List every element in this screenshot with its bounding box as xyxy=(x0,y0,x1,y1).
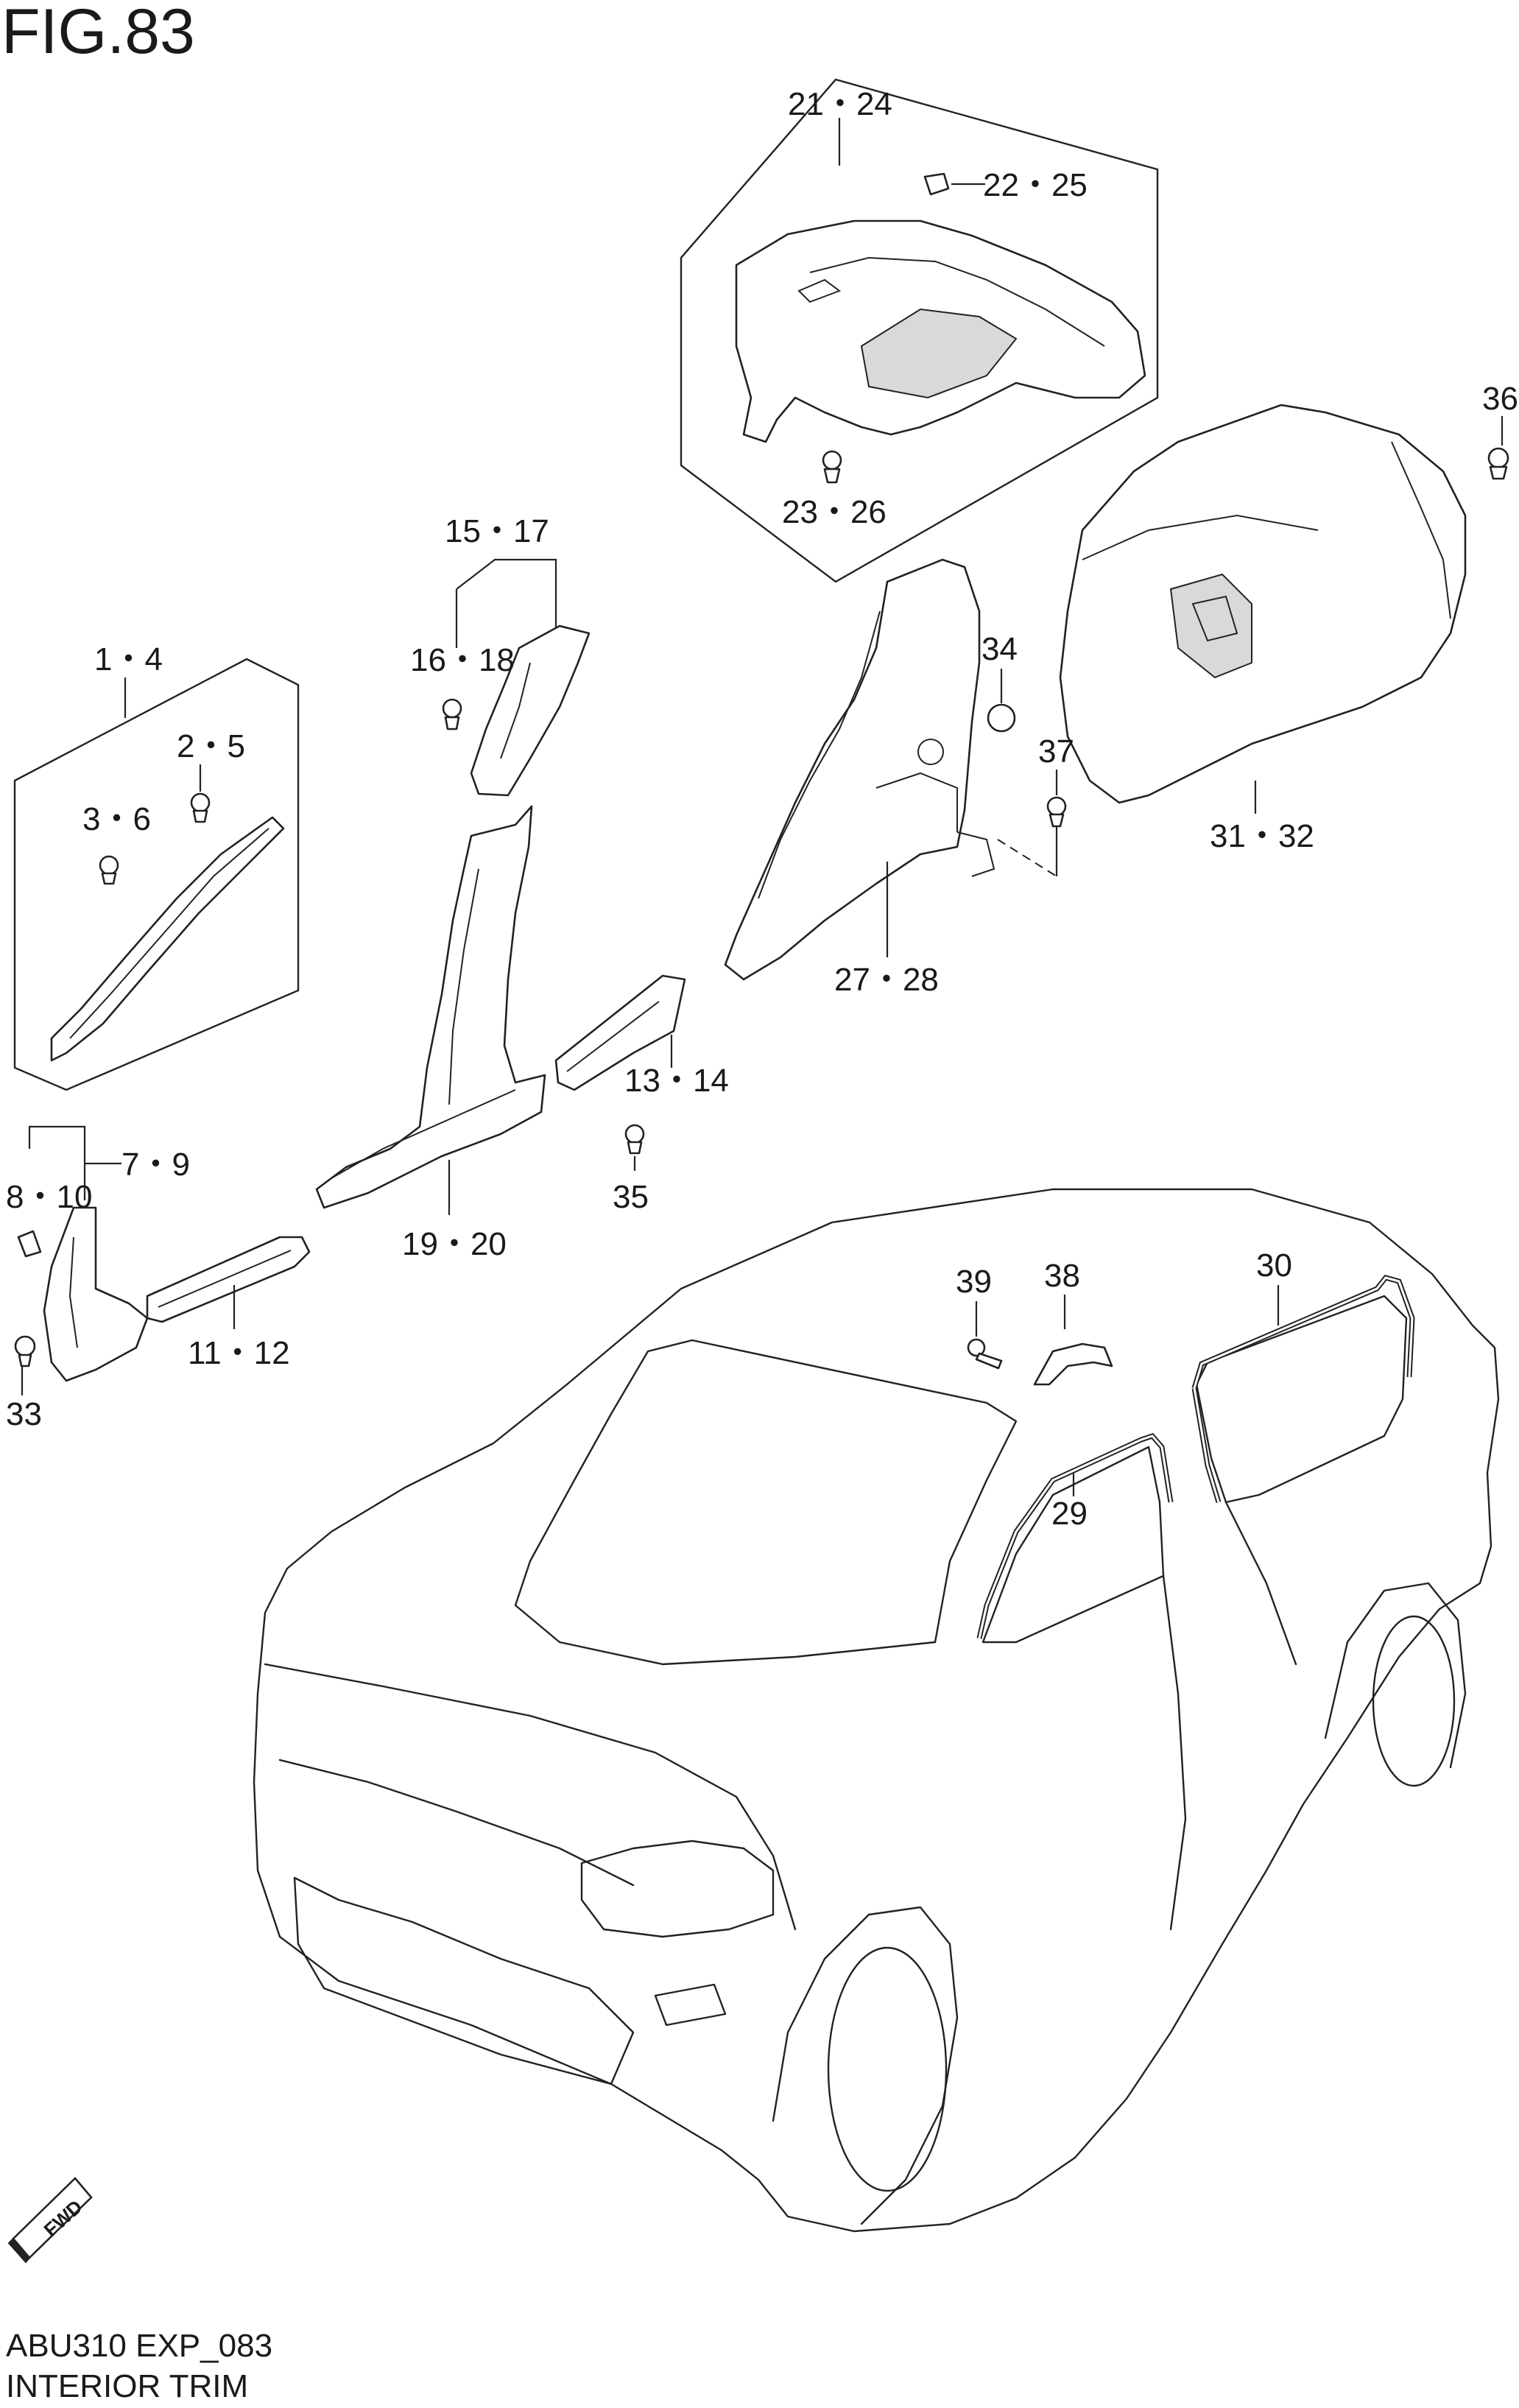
group-21-24: 21・24 22・25 23・26 xyxy=(680,78,1159,583)
callout-39: 39 xyxy=(956,1264,992,1300)
clip-3-6 xyxy=(99,855,119,885)
front-pillar-trim xyxy=(50,816,285,1062)
callout-1-4: 1・4 xyxy=(94,641,163,677)
trim-pocket xyxy=(1169,573,1252,679)
centre-pillar-lower-trim xyxy=(315,805,546,1209)
callout-13-14: 13・14 xyxy=(624,1063,729,1099)
group-27-28: 27・28 xyxy=(724,558,1058,998)
figure-title: FIG.83 xyxy=(1,0,195,67)
vehicle-outline xyxy=(253,1188,1500,2233)
callout-35: 35 xyxy=(613,1179,649,1215)
front-lower-trim xyxy=(43,1206,149,1382)
screw-39 xyxy=(967,1338,1003,1370)
rear-door-window xyxy=(1195,1295,1408,1504)
callout-22-25: 22・25 xyxy=(983,167,1088,203)
group-15-17: 15・17 16・18 xyxy=(410,513,591,797)
front-wheel xyxy=(827,1946,948,2192)
weatherstrip-29 xyxy=(976,1432,1174,1639)
rear-pillar-lower-trim xyxy=(724,558,981,981)
grille xyxy=(293,1876,635,2085)
callout-3-6: 3・6 xyxy=(82,801,151,837)
figure-name: INTERIOR TRIM xyxy=(6,2368,248,2404)
group-31-32: 31・32 xyxy=(1059,404,1467,854)
callout-31-32: 31・32 xyxy=(1210,818,1314,854)
rear-scuff-plate xyxy=(554,974,686,1091)
callout-2-5: 2・5 xyxy=(177,728,245,764)
assist-grip-38 xyxy=(1033,1342,1113,1386)
clip-37 xyxy=(1046,796,1067,828)
callout-38: 38 xyxy=(1044,1258,1080,1294)
clip-16-18 xyxy=(442,698,462,731)
cap-34 xyxy=(987,703,1016,733)
callout-21-24: 21・24 xyxy=(788,86,892,122)
callout-16-18: 16・18 xyxy=(410,642,515,678)
clip-23-26 xyxy=(822,450,842,484)
callout-30: 30 xyxy=(1256,1247,1292,1284)
weatherstrip-30 xyxy=(1191,1275,1415,1390)
clip-36 xyxy=(1487,447,1509,480)
callout-7-9: 7・9 xyxy=(121,1147,190,1183)
rear-wheel-arch xyxy=(1324,1582,1467,1769)
group-1-4-frame xyxy=(13,658,300,1091)
group-1-4: 1・4 2・5 3・6 xyxy=(13,641,300,1091)
front-door-window xyxy=(981,1446,1165,1644)
front-scuff-plate xyxy=(146,1236,311,1323)
figure-code: ABU310 EXP_083 xyxy=(6,2328,272,2364)
speaker-hole xyxy=(917,739,944,765)
callout-34: 34 xyxy=(981,631,1018,667)
front-wheel-arch xyxy=(772,1906,959,2225)
windshield xyxy=(514,1339,1018,1666)
clip-35 xyxy=(624,1124,645,1155)
group-11-12: 11・12 xyxy=(146,1236,311,1371)
callout-23-26: 23・26 xyxy=(782,494,887,530)
fwd-direction-badge: FWD xyxy=(7,2177,93,2264)
clip-2-5 xyxy=(190,792,211,823)
callout-36: 36 xyxy=(1482,381,1518,417)
clip-22-25 xyxy=(923,172,950,196)
trim-recess xyxy=(860,308,1018,399)
clip-33 xyxy=(14,1335,36,1367)
callout-27-28: 27・28 xyxy=(834,962,939,998)
callout-19-20: 19・20 xyxy=(402,1226,507,1262)
callout-33: 33 xyxy=(6,1396,42,1432)
group-13-14: 13・14 35 xyxy=(554,974,729,1215)
clip-8-10 xyxy=(17,1230,42,1258)
callout-29: 29 xyxy=(1051,1496,1088,1532)
vehicle-body xyxy=(253,1188,1500,2233)
group-19-20: 19・20 xyxy=(315,805,546,1262)
callout-11-12: 11・12 xyxy=(188,1335,290,1371)
fog-lamp xyxy=(654,1983,727,2027)
centre-pillar-upper-trim xyxy=(470,624,591,797)
luggage-side-trim xyxy=(1059,404,1467,804)
callout-37: 37 xyxy=(1038,733,1074,770)
group-21-24-frame xyxy=(680,78,1159,583)
group-7-9: 7・9 8・10 33 xyxy=(6,1125,190,1432)
rear-wheel xyxy=(1372,1615,1456,1787)
headlight xyxy=(580,1840,775,1938)
callout-15-17: 15・17 xyxy=(445,513,549,549)
